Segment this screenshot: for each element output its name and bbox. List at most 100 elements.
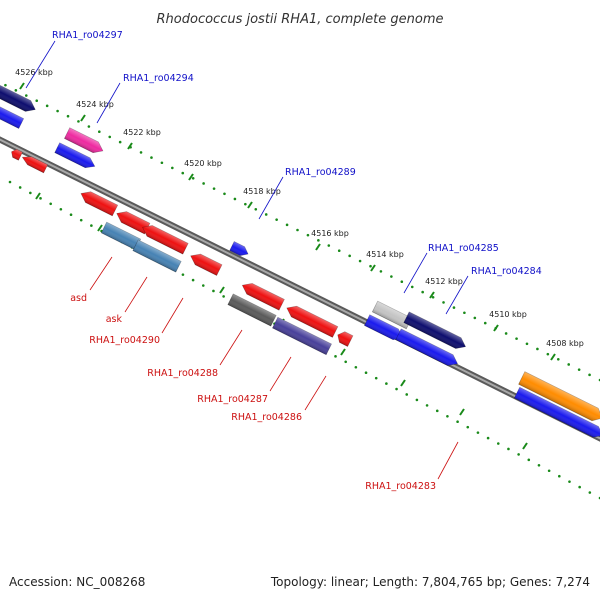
- gene-feature-forward[interactable]: [54, 142, 98, 172]
- gene-label-reverse[interactable]: ask: [106, 314, 123, 325]
- ruler-tick-label: 4516 kbp: [311, 229, 349, 238]
- gene-feature-reverse[interactable]: [114, 208, 151, 235]
- gene-label-forward[interactable]: RHA1_ro04285: [428, 243, 499, 254]
- ruler-dot: [446, 414, 449, 418]
- gene-feature-reverse[interactable]: [20, 153, 49, 174]
- ruler-tick-label: 4524 kbp: [76, 100, 114, 109]
- ruler-dot: [201, 284, 205, 287]
- gene-label-reverse[interactable]: RHA1_ro04290: [89, 335, 160, 346]
- ruler-dot: [442, 301, 445, 304]
- gene-label-reverse[interactable]: RHA1_ro04287: [197, 394, 268, 405]
- ruler-dot: [364, 371, 368, 374]
- ruler-dot: [456, 420, 459, 424]
- ruler-dot: [171, 166, 174, 170]
- ruler-dot: [296, 228, 299, 232]
- ruler-dot: [306, 233, 310, 237]
- gene-label-forward[interactable]: RHA1_ro04297: [52, 30, 123, 41]
- ruler-tick: [19, 82, 25, 90]
- gene-feature-forward[interactable]: [371, 300, 413, 330]
- ruler-dot: [483, 321, 487, 325]
- gene-label-forward[interactable]: RHA1_ro04294: [123, 73, 194, 84]
- ruler-tick-label: 4520 kbp: [184, 159, 222, 168]
- ruler-dot: [150, 156, 153, 159]
- gene-label-reverse[interactable]: asd: [70, 293, 87, 304]
- ruler-dot: [66, 114, 70, 118]
- gene-feature-reverse[interactable]: [227, 293, 277, 327]
- gene-feature-reverse[interactable]: [272, 316, 332, 356]
- gene-label-forward[interactable]: RHA1_ro04284: [471, 266, 542, 277]
- ruler-dot: [476, 431, 480, 434]
- gene-feature-forward[interactable]: [518, 371, 600, 425]
- ruler-dot: [435, 409, 439, 413]
- gene-feature-reverse[interactable]: [10, 148, 23, 161]
- ruler-tick: [550, 353, 556, 361]
- callout-line: [258, 176, 284, 220]
- ruler-tick: [35, 192, 41, 200]
- ruler-dot: [90, 224, 93, 227]
- ruler-dot: [374, 376, 378, 380]
- ruler-dot: [466, 425, 470, 429]
- ruler-dot: [244, 202, 247, 206]
- ruler-dot: [547, 469, 551, 473]
- gene-feature-forward[interactable]: [229, 241, 251, 259]
- callout-line: [445, 275, 469, 315]
- ruler-tick-label: 4512 kbp: [425, 277, 463, 286]
- ruler-tick-label: 4526 kbp: [15, 68, 53, 77]
- gene-feature-reverse[interactable]: [140, 222, 189, 255]
- gene-feature-forward[interactable]: [64, 127, 105, 157]
- ruler-tick: [219, 286, 225, 294]
- ruler-dot: [108, 135, 112, 139]
- ruler-dot: [358, 259, 362, 263]
- ruler-dot: [369, 264, 372, 268]
- gene-feature-reverse[interactable]: [240, 280, 285, 311]
- ruler-dot: [536, 347, 539, 351]
- callout-line: [161, 297, 184, 334]
- ruler-dot: [452, 306, 456, 309]
- ruler-dot: [517, 453, 520, 456]
- ruler-dot: [191, 176, 195, 180]
- ruler-dot: [385, 382, 388, 385]
- ruler-dot: [588, 373, 591, 377]
- gene-label-forward[interactable]: RHA1_ro04289: [285, 167, 356, 178]
- ruler-dot: [45, 104, 49, 108]
- ruler-dot: [431, 295, 435, 299]
- ruler-dot: [59, 207, 63, 211]
- ruler-tick-label: 4522 kbp: [123, 128, 161, 137]
- ruler-dot: [24, 94, 28, 97]
- ruler-dot: [327, 244, 331, 247]
- ruler-dot: [515, 337, 518, 340]
- ruler-tick: [315, 243, 321, 251]
- gene-feature-forward[interactable]: [395, 328, 460, 369]
- gene-feature-forward[interactable]: [403, 311, 468, 352]
- ruler-dot: [425, 404, 429, 407]
- ruler-tick: [97, 224, 103, 232]
- gene-label-reverse[interactable]: RHA1_ro04286: [231, 412, 302, 423]
- ruler-dot: [496, 442, 500, 445]
- gene-feature-reverse[interactable]: [335, 330, 354, 347]
- ruler-dot: [527, 458, 531, 462]
- gene-feature-reverse[interactable]: [132, 239, 182, 273]
- gene-feature-forward[interactable]: [0, 80, 38, 115]
- ruler-dot: [354, 365, 358, 369]
- ruler-dot: [98, 130, 101, 134]
- gene-feature-reverse[interactable]: [188, 250, 223, 276]
- ruler-dot: [337, 249, 341, 252]
- ruler-tick: [459, 408, 465, 416]
- gene-feature-reverse[interactable]: [284, 303, 339, 338]
- ruler-dot: [275, 218, 278, 221]
- ruler-dot: [14, 89, 18, 92]
- ruler-dot: [233, 197, 237, 201]
- ruler-dot: [191, 278, 195, 282]
- gene-feature-forward[interactable]: [513, 386, 600, 441]
- gene-label-reverse[interactable]: RHA1_ro04288: [147, 368, 218, 379]
- ruler-dot: [4, 83, 7, 87]
- gene-label-reverse[interactable]: RHA1_ro04283: [365, 481, 436, 492]
- gene-feature-reverse[interactable]: [78, 188, 119, 217]
- ruler-dot: [18, 186, 22, 189]
- ruler-dots-upper: [4, 83, 600, 382]
- ruler-dot: [578, 485, 581, 489]
- gene-feature-forward[interactable]: [0, 103, 25, 129]
- ruler-dot: [463, 311, 466, 315]
